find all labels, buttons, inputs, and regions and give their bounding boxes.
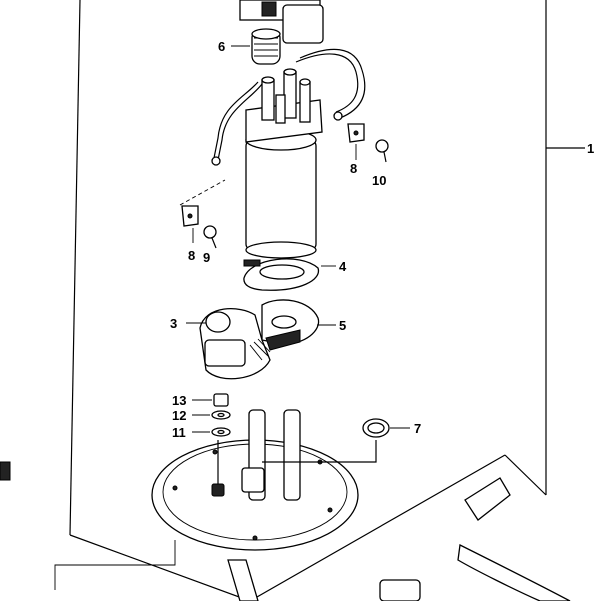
top-connector: [239, 0, 324, 44]
callout-labels: 1 3 4 5 6 7 8 8 9 10 11 12 13: [170, 39, 594, 440]
parts-13-12-11-fasteners: [211, 393, 231, 437]
callout-7: 7: [414, 421, 421, 436]
callout-10: 10: [372, 173, 386, 188]
callout-1: 1: [587, 141, 594, 156]
bolts-and-clips: [181, 123, 389, 249]
leader-lines: [54, 45, 410, 590]
callout-8-left: 8: [188, 248, 195, 263]
part-7-o-ring: [362, 418, 390, 438]
callout-11: 11: [172, 425, 186, 440]
callout-4: 4: [339, 259, 347, 274]
assembly-frame: [69, 0, 585, 601]
fuel-pump-body: [245, 68, 323, 259]
wire-harness: [211, 48, 366, 166]
callout-9: 9: [203, 250, 210, 265]
callout-5: 5: [339, 318, 346, 333]
part-5-bracket: [261, 299, 320, 351]
callout-8-right: 8: [350, 161, 357, 176]
lower-fittings: [0, 461, 571, 601]
part-4-ring: [243, 258, 320, 291]
callout-12: 12: [172, 408, 186, 423]
callout-13: 13: [172, 393, 186, 408]
mounting-plate: [151, 409, 377, 551]
part-3-holder: [199, 308, 271, 380]
callout-3: 3: [170, 316, 177, 331]
callout-6: 6: [218, 39, 225, 54]
part-6-damper: [251, 28, 281, 65]
